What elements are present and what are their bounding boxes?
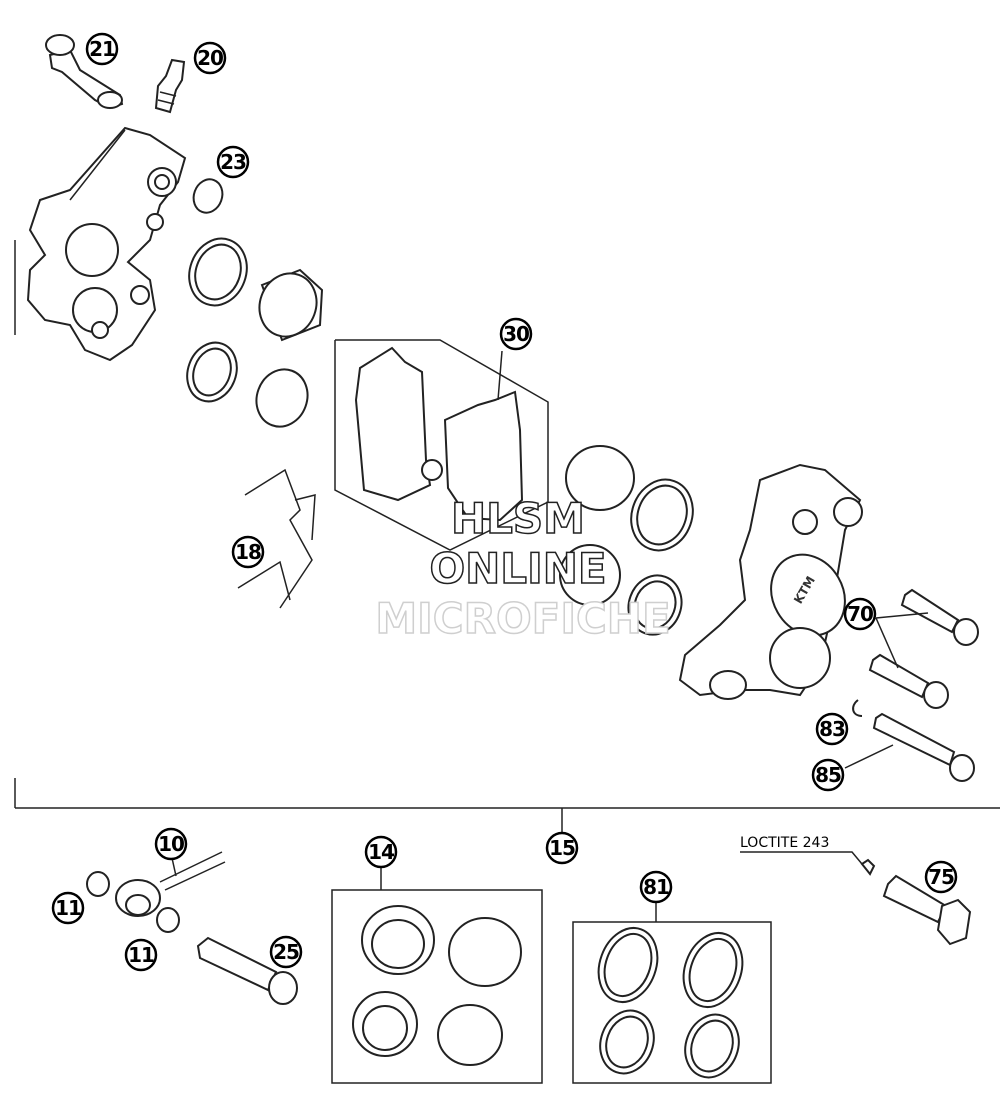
svg-text:30: 30 [503, 322, 529, 346]
callout-15: 15 [545, 831, 579, 865]
callout-85: 85 [811, 758, 845, 792]
seal-kit-part [572, 921, 772, 1084]
watermark: HLSM ONLINE MICROFICHE [375, 493, 672, 644]
brake-hose-fitting-part [86, 851, 226, 933]
callout-14: 14 [364, 835, 398, 869]
callout-20: 20 [193, 41, 227, 75]
svg-text:81: 81 [643, 875, 669, 899]
callout-75: 75 [924, 860, 958, 894]
watermark-line-1: HLSM [451, 494, 585, 543]
banjo-bolt-part [196, 936, 298, 1005]
svg-text:85: 85 [815, 763, 841, 787]
left-seals-part [186, 237, 248, 403]
svg-text:11: 11 [55, 896, 81, 920]
assembly-bracket [14, 240, 1000, 832]
callout-18: 18 [231, 535, 265, 569]
svg-text:83: 83 [819, 717, 845, 741]
callout-81: 81 [639, 870, 673, 904]
callout-23: 23 [216, 145, 250, 179]
svg-text:15: 15 [549, 836, 575, 860]
watermark-line-2: ONLINE [429, 544, 606, 593]
left-pistons-part [255, 268, 324, 428]
loctite-note: LOCTITE 243 [740, 835, 829, 851]
callout-70: 70 [843, 597, 877, 631]
svg-text:20: 20 [197, 46, 223, 70]
callout-10: 10 [154, 827, 188, 861]
bleeder-screw-part [154, 58, 186, 114]
callout-11-upper: 11 [51, 891, 85, 925]
right-seals-part [627, 478, 694, 636]
callout-21: 21 [85, 32, 119, 66]
svg-text:21: 21 [89, 37, 115, 61]
svg-text:18: 18 [235, 540, 261, 564]
right-pistons-part [559, 445, 635, 606]
callout-25: 25 [269, 935, 303, 969]
svg-text:75: 75 [928, 865, 954, 889]
piston-kit-part [331, 889, 543, 1084]
leader-lines [171, 350, 929, 922]
svg-text:11: 11 [128, 943, 154, 967]
caliper-bolts-part [868, 588, 979, 709]
svg-text:25: 25 [273, 940, 299, 964]
right-caliper-half-part: KTM [678, 463, 863, 700]
bleeder-cap-part [45, 34, 124, 110]
svg-text:23: 23 [220, 150, 246, 174]
callout-30: 30 [499, 317, 533, 351]
mounting-bolt-part [860, 858, 972, 946]
small-oring-part [192, 178, 224, 214]
left-caliper-half-part [26, 126, 187, 362]
brake-pad-kit-part [334, 339, 549, 551]
svg-text:14: 14 [368, 840, 394, 864]
watermark-line-3: MICROFICHE [375, 594, 670, 643]
callout-83: 83 [815, 712, 849, 746]
svg-text:10: 10 [158, 832, 184, 856]
pad-pin-and-clip-part [852, 699, 975, 782]
callout-11-lower: 11 [124, 938, 158, 972]
pad-spring-part [237, 468, 316, 609]
svg-text:70: 70 [847, 602, 873, 626]
